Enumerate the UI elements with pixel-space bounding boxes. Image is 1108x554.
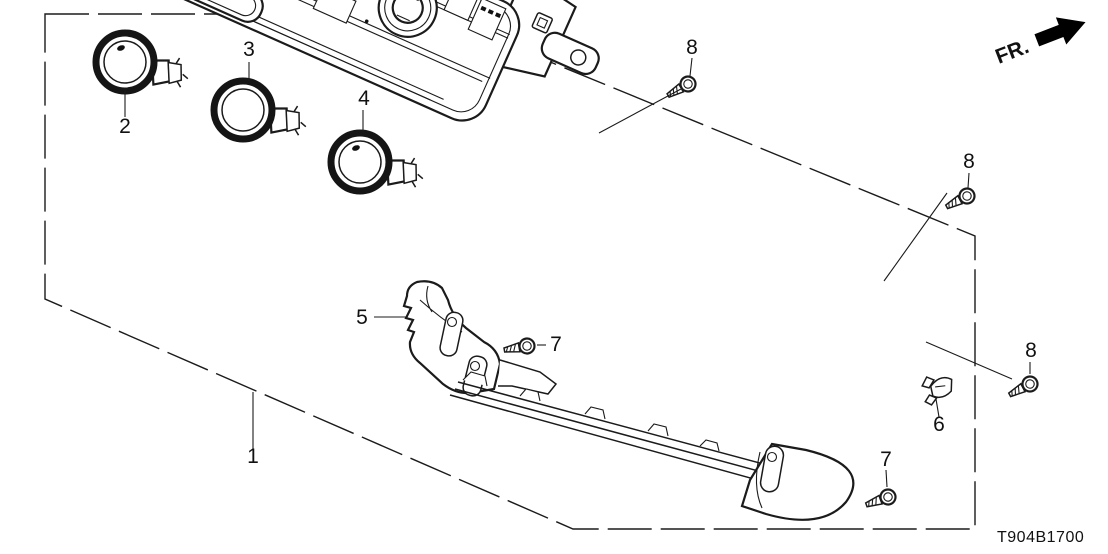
knob-part-4 [331,133,429,192]
control-face-panel [45,0,521,122]
fr-direction-label: FR. [992,35,1032,69]
callout-7b[interactable]: 7 [880,448,892,471]
callout-7a[interactable]: 7 [550,333,562,356]
callout-1[interactable]: 1 [247,445,259,468]
dial-opening-3 [377,0,438,38]
callout-5[interactable]: 5 [356,306,368,329]
clip-6 [921,376,953,406]
callout-8b[interactable]: 8 [963,150,975,173]
leader-lines [124,57,1031,488]
arrow-icon [1034,17,1086,47]
callout-8c[interactable]: 8 [1025,339,1037,362]
callout-2[interactable]: 2 [119,115,131,138]
callout-8a[interactable]: 8 [686,36,698,59]
knob-part-3 [214,81,312,140]
callout-4[interactable]: 4 [358,87,370,110]
callout-labels: 1 2 3 4 5 6 7 7 8 8 8 [119,36,1037,471]
screw-8a [663,72,700,104]
lower-cover-assembly [402,280,855,521]
callout-3[interactable]: 3 [243,38,255,61]
callout-6[interactable]: 6 [933,413,945,436]
screw-8b [942,184,979,215]
screw-8c [1005,372,1042,403]
screw-7b [862,486,899,514]
knob-part-2 [96,33,194,92]
fr-direction-arrow: FR. [992,17,1086,69]
assembly-boundary [44,13,976,530]
diagram-code: T904B1700 [997,529,1084,546]
lower-trim-rail [449,371,855,521]
screw-7a [501,336,537,359]
heater-control-assembly [45,0,600,122]
